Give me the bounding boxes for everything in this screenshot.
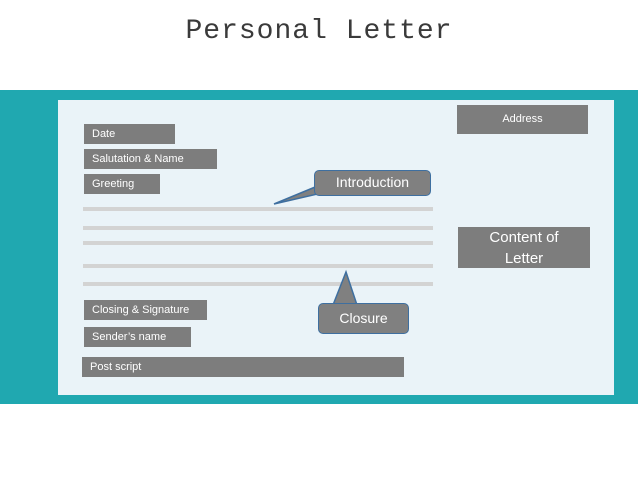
body-line — [83, 282, 433, 286]
address-block: Address — [457, 105, 588, 134]
greeting-block: Greeting — [84, 174, 160, 194]
slide-title: Personal Letter — [185, 16, 453, 47]
body-line — [83, 226, 433, 230]
body-line — [83, 264, 433, 268]
senders-name-block: Sender’s name — [84, 327, 191, 347]
content-of-letter-label: Content of Letter — [489, 228, 559, 267]
closure-callout: Closure — [318, 303, 409, 334]
closing-signature-block: Closing & Signature — [84, 300, 207, 320]
closure-callout-tail — [331, 269, 359, 306]
post-script-block: Post script — [82, 357, 404, 377]
date-block: Date — [84, 124, 175, 144]
body-line — [83, 241, 433, 245]
content-of-letter-block: Content of Letter — [458, 227, 590, 268]
body-line — [83, 207, 433, 211]
introduction-callout: Introduction — [314, 170, 431, 196]
salutation-block: Salutation & Name — [84, 149, 217, 169]
